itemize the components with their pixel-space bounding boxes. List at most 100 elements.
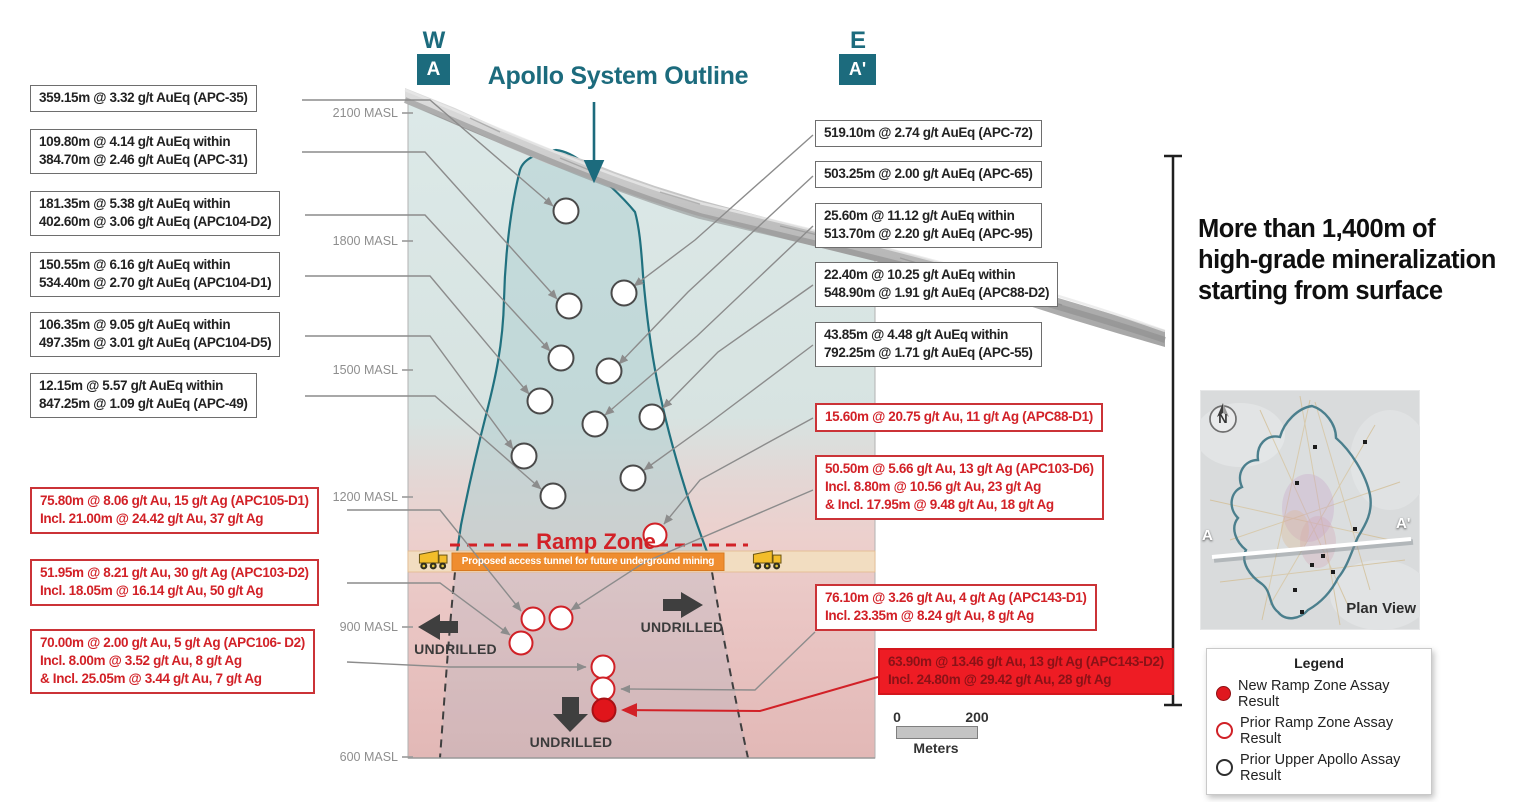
- section-line-shadow: [1213, 539, 1414, 563]
- legend-item: Prior Ramp Zone Assay Result: [1207, 712, 1431, 749]
- elevation-label: 1500 MASL: [332, 363, 398, 377]
- assay-line: 25.60m @ 11.12 g/t AuEq within: [824, 208, 1015, 223]
- scale-unit: Meters: [913, 740, 959, 756]
- truck-icon: [752, 550, 782, 570]
- ramp-tunnel-label: Proposed access tunnel for future underg…: [461, 556, 715, 567]
- elevation-label: 1200 MASL: [332, 490, 398, 504]
- undrilled-arrow-down: [553, 697, 588, 732]
- elevation-label: 1800 MASL: [332, 234, 398, 248]
- apollo-outline-projection-left: [439, 571, 456, 759]
- assay-line: 109.80m @ 4.14 g/t AuEq within: [39, 134, 231, 149]
- plan-view-map: [1195, 390, 1430, 630]
- scale-end: 200: [965, 709, 989, 725]
- section-a-prime-marker: A': [839, 54, 876, 85]
- upper-apollo-drill-markers: [510, 197, 666, 510]
- prior-ramp-zone-marker-icon: [1216, 722, 1233, 739]
- plan-mineralized-cluster: [1282, 474, 1334, 542]
- truck-icon: [418, 550, 448, 570]
- assay-line: 181.35m @ 5.38 g/t AuEq within: [39, 196, 231, 211]
- legend-item-label: Prior Upper Apollo Assay Result: [1240, 751, 1401, 784]
- undrilled-label-right: UNDRILLED: [640, 619, 724, 635]
- assay-line: Incl. 21.00m @ 24.42 g/t Au, 37 g/t Ag: [40, 511, 264, 527]
- assay-line: & Incl. 25.05m @ 3.44 g/t Au, 7 g/t Ag: [40, 671, 262, 687]
- assay-line: 106.35m @ 9.05 g/t AuEq within: [39, 317, 231, 332]
- legend-item: Prior Upper Apollo Assay Result: [1207, 749, 1431, 786]
- measurement-bracket: [1164, 154, 1182, 707]
- prior-ramp-zone-drill-markers: [508, 522, 668, 702]
- ramp-zone-label: Ramp Zone: [536, 529, 656, 554]
- assay-box-APC104-D2: 181.35m @ 5.38 g/t AuEq within 402.60m @…: [30, 191, 281, 237]
- headline: More than 1,400m of high-grade mineraliz…: [1198, 214, 1532, 307]
- assay-line: 519.10m @ 2.74 g/t AuEq (APC-72): [824, 125, 1033, 140]
- plan-drill-traces: [1209, 395, 1406, 626]
- assay-line: 70.00m @ 2.00 g/t Au, 5 g/t Ag (APC106- …: [40, 635, 305, 650]
- elevation-label: 2100 MASL: [332, 106, 398, 120]
- plan-view-graphic: [1195, 395, 1430, 630]
- terrain-texture: [469, 117, 1063, 306]
- assay-line: 76.10m @ 3.26 g/t Au, 4 g/t Ag (APC143-D…: [825, 590, 1087, 605]
- assay-line: 534.40m @ 2.70 g/t AuEq (APC104-D1): [39, 275, 272, 291]
- assay-line: Incl. 24.80m @ 29.42 g/t Au, 28 g/t Ag: [888, 672, 1112, 688]
- headline-line: More than 1,400m of: [1198, 215, 1436, 243]
- leader-lines: [302, 99, 816, 694]
- legend-title: Legend: [1294, 655, 1344, 671]
- assay-line: 548.90m @ 1.91 g/t AuEq (APC88-D2): [824, 285, 1050, 301]
- assay-line: Incl. 18.05m @ 16.14 g/t Au, 50 g/t Ag: [40, 583, 264, 599]
- legend-item-label: Prior Ramp Zone Assay Result: [1240, 714, 1394, 747]
- scale-bar: [896, 726, 978, 739]
- assay-box-APC-65: 503.25m @ 2.00 g/t AuEq (APC-65): [815, 161, 1042, 189]
- assay-box-APC105-D1: 75.80m @ 8.06 g/t Au, 15 g/t Ag (APC105-…: [30, 487, 319, 535]
- assay-line: 15.60m @ 20.75 g/t Au, 11 g/t Ag (APC88-…: [825, 409, 1093, 424]
- legend-item: New Ramp Zone Assay Result: [1207, 675, 1431, 712]
- assay-line: 792.25m @ 1.71 g/t AuEq (APC-55): [824, 345, 1033, 361]
- headline-line: high-grade mineralization: [1198, 246, 1496, 275]
- assay-line: 22.40m @ 10.25 g/t AuEq within: [824, 267, 1016, 282]
- assay-line: 497.35m @ 3.01 g/t AuEq (APC104-D5): [39, 335, 272, 351]
- assay-box-APC143-D2: 63.90m @ 13.46 g/t Au, 13 g/t Ag (APC143…: [878, 648, 1174, 696]
- plan-view-outline: [1230, 404, 1372, 620]
- assay-box-APC143-D1: 76.10m @ 3.26 g/t Au, 4 g/t Ag (APC143-D…: [815, 584, 1097, 632]
- east-label: E: [849, 27, 866, 54]
- plan-section-a-label: A: [1202, 527, 1213, 544]
- assay-box-APC103-D6: 50.50m @ 5.66 g/t Au, 13 g/t Ag (APC103-…: [815, 455, 1104, 521]
- assay-line: 43.85m @ 4.48 g/t AuEq within: [824, 327, 1009, 342]
- assay-line: 12.15m @ 5.57 g/t AuEq within: [39, 378, 224, 393]
- north-compass-icon: [1209, 403, 1237, 433]
- assay-box-APC106-D2: 70.00m @ 2.00 g/t Au, 5 g/t Ag (APC106- …: [30, 629, 315, 695]
- elevation-label: 600 MASL: [339, 750, 398, 764]
- assay-line: Incl. 23.35m @ 8.24 g/t Au, 8 g/t Ag: [825, 608, 1034, 624]
- assay-box-APC-31: 109.80m @ 4.14 g/t AuEq within 384.70m @…: [30, 129, 257, 175]
- legend: Legend New Ramp Zone Assay Result Prior …: [1206, 648, 1432, 795]
- plan-section-line: [1211, 537, 1412, 559]
- assay-line: 402.60m @ 3.06 g/t AuEq (APC104-D2): [39, 214, 272, 230]
- assay-box-APC-55: 43.85m @ 4.48 g/t AuEq within 792.25m @ …: [815, 322, 1042, 368]
- assay-box-APC-95: 25.60m @ 11.12 g/t AuEq within 513.70m @…: [815, 203, 1042, 249]
- plan-section-a-prime-label: A': [1396, 515, 1411, 532]
- apollo-outline-title: Apollo System Outline: [487, 62, 749, 90]
- elevation-label: 900 MASL: [339, 620, 398, 634]
- assay-line: 847.25m @ 1.09 g/t AuEq (APC-49): [39, 396, 248, 412]
- assay-box-APC104-D1: 150.55m @ 6.16 g/t AuEq within 534.40m @…: [30, 252, 281, 298]
- assay-box-APC88-D1: 15.60m @ 20.75 g/t Au, 11 g/t Ag (APC88-…: [815, 403, 1103, 433]
- headline-line: starting from surface: [1198, 277, 1443, 306]
- scale-start: 0: [893, 709, 901, 725]
- undrilled-arrow-right: [663, 592, 703, 618]
- assay-line: 513.70m @ 2.20 g/t AuEq (APC-95): [824, 226, 1033, 242]
- new-ramp-zone-drill-marker: [591, 697, 617, 723]
- undrilled-label-left: UNDRILLED: [414, 641, 497, 657]
- apollo-outline-projection-right: [711, 571, 749, 759]
- undrilled-arrow-left: [418, 614, 458, 640]
- assay-line: 50.50m @ 5.66 g/t Au, 13 g/t Ag (APC103-…: [825, 461, 1094, 476]
- prior-upper-apollo-marker-icon: [1216, 759, 1233, 776]
- assay-line: 359.15m @ 3.32 g/t AuEq (APC-35): [39, 90, 248, 105]
- assay-box-APC-35: 359.15m @ 3.32 g/t AuEq (APC-35): [30, 85, 257, 113]
- undrilled-label-down: UNDRILLED: [529, 734, 613, 750]
- leader-line-new-result: [621, 676, 879, 718]
- assay-line: 51.95m @ 8.21 g/t Au, 30 g/t Ag (APC103-…: [40, 565, 309, 580]
- section-a-marker: A: [417, 54, 450, 85]
- assay-line: 75.80m @ 8.06 g/t Au, 15 g/t Ag (APC105-…: [40, 493, 309, 508]
- plan-collar-dots: [1293, 440, 1367, 614]
- assay-box-APC103-D2: 51.95m @ 8.21 g/t Au, 30 g/t Ag (APC103-…: [30, 559, 319, 607]
